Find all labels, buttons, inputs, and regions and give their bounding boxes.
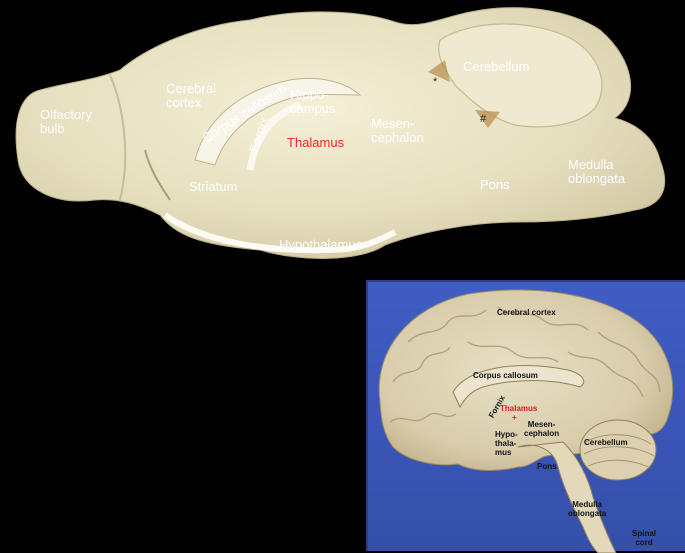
label-human-pons: Pons: [537, 462, 557, 471]
label-striatum: Striatum: [189, 179, 238, 194]
label-human-thalamus: Thalamus: [500, 404, 538, 413]
human-brain-panel: [366, 280, 685, 553]
label-human-cerebellum: Cerebellum: [584, 438, 628, 447]
human-cerebellum: [579, 419, 657, 481]
label-human-cerebral-cortex: Cerebral cortex: [497, 308, 556, 317]
label-olfactory-bulb: Olfactory bulb: [40, 107, 93, 136]
label-pons: Pons: [480, 177, 510, 192]
human-brainstem: [517, 441, 617, 553]
label-thalamus: Thalamus: [287, 135, 345, 150]
marker-star: *: [433, 76, 438, 88]
label-human-mesencephalon: Mesen- cephalon: [524, 420, 560, 438]
human-brain-sagittal-section: [378, 289, 674, 553]
label-human-spinal-cord: Spinal cord: [632, 529, 657, 547]
label-mesencephalon: Mesen- cephalon: [371, 116, 424, 145]
marker-human-thalamus: +: [512, 413, 517, 422]
corpus-callosum-band: [194, 77, 362, 166]
label-hypothalamus: Hypothalamus: [279, 237, 363, 252]
label-hippocampus: Hippo- campus: [290, 87, 336, 116]
label-cerebral-cortex: Cerebral cortex: [166, 81, 216, 110]
marker-hash: #: [480, 113, 487, 125]
label-human-hypothalamus: Hypo- thala- mus: [495, 430, 518, 457]
label-human-medulla-oblongata: Medulla oblongata: [568, 500, 607, 518]
label-medulla-oblongata: Medulla oblongata: [568, 157, 626, 186]
label-human-corpus-callosum: Corpus callosum: [473, 371, 538, 380]
cerebellum-shape: [438, 23, 603, 128]
rodent-brain-sagittal-section: [15, 7, 666, 259]
label-cerebellum: Cerebellum: [463, 59, 530, 74]
human-corpus-callosum: [452, 365, 585, 409]
